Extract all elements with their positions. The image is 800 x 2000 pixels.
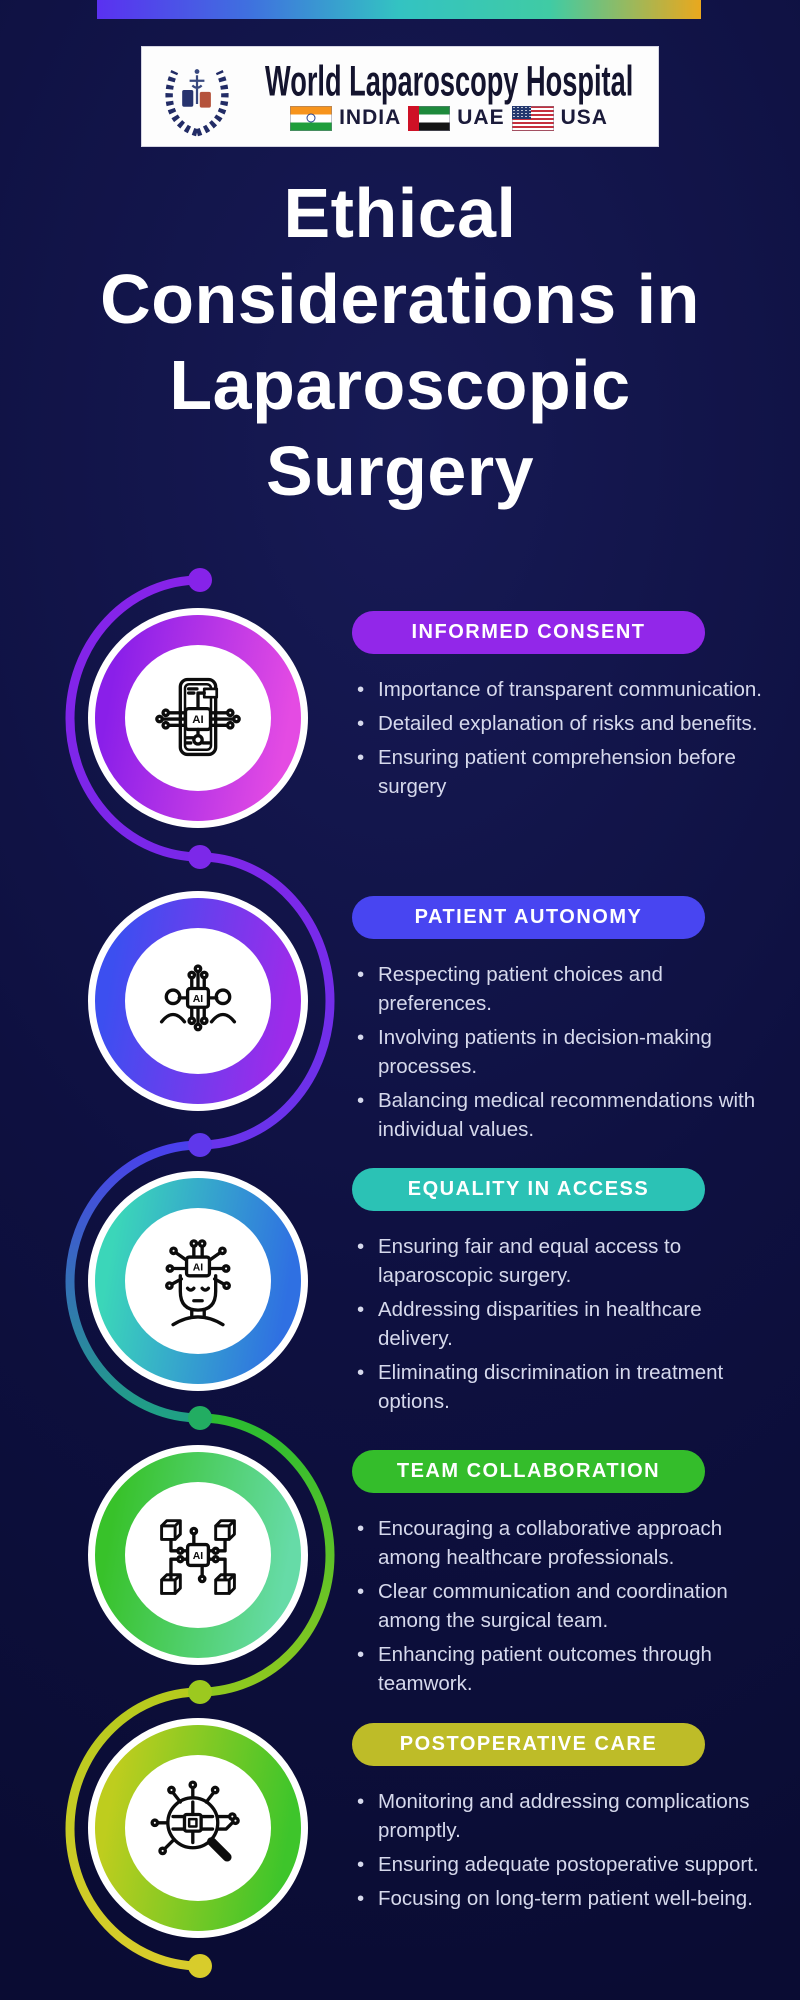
section-badge-equality-in-access: AI	[88, 1171, 308, 1391]
ai-smartphone-icon: AI	[155, 677, 241, 757]
country-label-uae: UAE	[457, 106, 505, 129]
bullet-item: Encouraging a collaborative approach amo…	[352, 1514, 764, 1572]
page-title: Ethical Considerations in Laparoscopic S…	[0, 170, 800, 514]
bullet-item: Clear communication and coordination amo…	[352, 1577, 764, 1635]
hospital-name: World Laparoscopy Hospital	[264, 57, 634, 106]
bullet-item: Ensuring patient comprehension before su…	[352, 743, 764, 801]
bullet-item: Enhancing patient outcomes through teamw…	[352, 1640, 764, 1698]
bullet-list: Ensuring fair and equal access to laparo…	[352, 1232, 764, 1416]
country-row: INDIA UAE USA	[290, 105, 608, 131]
timeline-dot	[188, 1680, 212, 1704]
uae-flag-icon	[408, 105, 451, 131]
section-pill: TEAM COLLABORATION	[352, 1450, 705, 1493]
india-flag-icon	[290, 105, 333, 131]
section-pill-label: EQUALITY IN ACCESS	[407, 1178, 650, 1200]
bullet-item: Ensuring adequate postoperative support.	[352, 1850, 764, 1879]
section-pill-label: TEAM COLLABORATION	[396, 1460, 661, 1482]
title-line: Ethical	[283, 174, 517, 252]
bullet-item: Addressing disparities in healthcare del…	[352, 1295, 764, 1353]
section-postoperative-care: POSTOPERATIVE CARE Monitoring and addres…	[352, 1723, 764, 1918]
bullet-list: Importance of transparent communication.…	[352, 675, 764, 801]
timeline-dot	[188, 1406, 212, 1430]
section-pill-label: INFORMED CONSENT	[411, 621, 646, 643]
section-badge-informed-consent: AI	[88, 608, 308, 828]
svg-text:AI: AI	[193, 1263, 204, 1274]
hospital-logo: World Laparoscopy Hospital INDIA UAE USA	[141, 46, 659, 147]
bullet-item: Ensuring fair and equal access to laparo…	[352, 1232, 764, 1290]
bullet-list: Respecting patient choices and preferenc…	[352, 960, 764, 1144]
timeline-dot	[188, 845, 212, 869]
svg-text:AI: AI	[193, 994, 204, 1005]
bullet-item: Monitoring and addressing complications …	[352, 1787, 764, 1845]
ai-network-icon: AI	[160, 1519, 236, 1595]
bullet-item: Involving patients in decision-making pr…	[352, 1023, 764, 1081]
section-pill-label: PATIENT AUTONOMY	[414, 906, 643, 928]
bullet-item: Eliminating discrimination in treatment …	[352, 1358, 764, 1416]
svg-text:AI: AI	[193, 1551, 204, 1562]
top-gradient-bar	[97, 0, 701, 19]
bullet-list: Encouraging a collaborative approach amo…	[352, 1514, 764, 1698]
country-label-india: INDIA	[339, 106, 402, 129]
section-patient-autonomy: PATIENT AUTONOMY Respecting patient choi…	[352, 896, 764, 1149]
usa-flag-icon	[511, 105, 554, 131]
section-informed-consent: INFORMED CONSENT Importance of transpare…	[352, 611, 764, 806]
section-badge-team-collaboration: AI	[88, 1445, 308, 1665]
ai-team-icon: AI	[159, 964, 237, 1032]
section-pill-label: POSTOPERATIVE CARE	[399, 1733, 658, 1755]
svg-text:AI: AI	[192, 714, 203, 726]
section-badge-patient-autonomy: AI	[88, 891, 308, 1111]
timeline-dot	[188, 568, 212, 592]
bullet-item: Detailed explanation of risks and benefi…	[352, 709, 764, 738]
ai-head-icon: AI	[165, 1239, 231, 1327]
timeline-dot	[188, 1954, 212, 1978]
section-pill: POSTOPERATIVE CARE	[352, 1723, 705, 1766]
laurel-wreath-caduceus-icon	[165, 68, 229, 136]
bullet-item: Focusing on long-term patient well-being…	[352, 1884, 764, 1913]
section-team-collaboration: TEAM COLLABORATION Encouraging a collabo…	[352, 1450, 764, 1703]
section-pill: PATIENT AUTONOMY	[352, 896, 705, 939]
title-line: Surgery	[265, 432, 535, 510]
section-pill: INFORMED CONSENT	[352, 611, 705, 654]
ai-search-icon	[150, 1780, 240, 1862]
country-label-usa: USA	[560, 106, 608, 129]
section-equality-in-access: EQUALITY IN ACCESS Ensuring fair and equ…	[352, 1168, 764, 1421]
logo-text-block: World Laparoscopy Hospital INDIA UAE USA	[248, 57, 650, 131]
timeline-dot	[188, 1133, 212, 1157]
bullet-item: Balancing medical recommendations with i…	[352, 1086, 764, 1144]
bullet-item: Importance of transparent communication.	[352, 675, 764, 704]
section-pill: EQUALITY IN ACCESS	[352, 1168, 705, 1211]
section-badge-postoperative-care	[88, 1718, 308, 1938]
title-line: Considerations in	[100, 260, 700, 338]
bullet-list: Monitoring and addressing complications …	[352, 1787, 764, 1913]
title-line: Laparoscopic	[169, 346, 631, 424]
bullet-item: Respecting patient choices and preferenc…	[352, 960, 764, 1018]
